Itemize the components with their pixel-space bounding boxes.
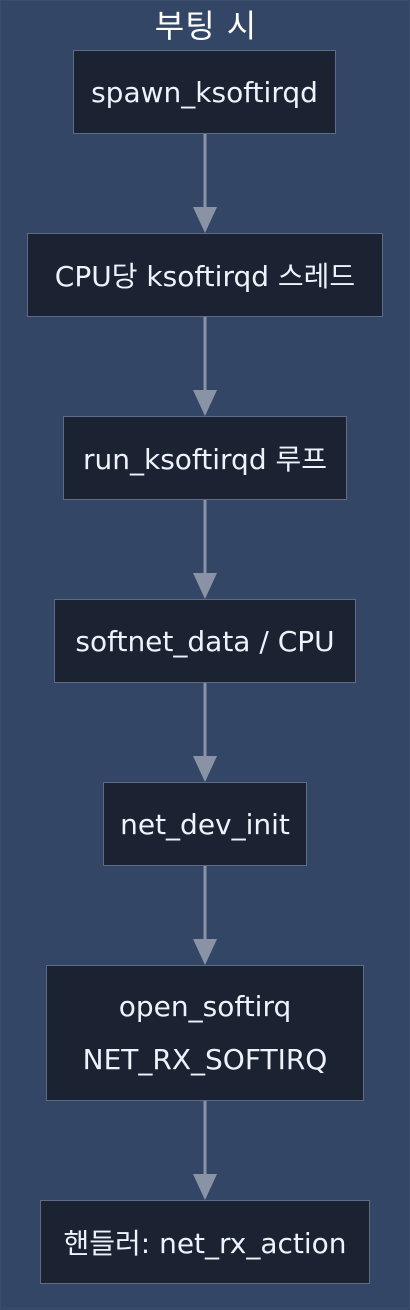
node-label-line-2: NET_RX_SOFTIRQ	[82, 1043, 328, 1076]
arrow-5	[193, 865, 217, 965]
node-open-softirq: open_softirq NET_RX_SOFTIRQ	[46, 965, 364, 1101]
node-per-cpu-ksoftirqd-thread: CPU당 ksoftirqd 스레드	[27, 233, 383, 317]
node-softnet-data-per-cpu: softnet_data / CPU	[54, 599, 356, 683]
node-label: 핸들러: net_rx_action	[63, 1227, 347, 1260]
node-label: net_dev_init	[120, 807, 290, 841]
node-label: spawn_ksoftirqd	[91, 75, 318, 109]
node-handler-net-rx-action: 핸들러: net_rx_action	[40, 1200, 370, 1284]
node-label: run_ksoftirqd 루프	[82, 443, 328, 476]
arrow-2	[193, 317, 217, 416]
node-label-line-1: open_softirq	[118, 990, 292, 1023]
node-net-dev-init: net_dev_init	[103, 782, 307, 866]
arrow-4	[193, 682, 217, 782]
node-label: softnet_data / CPU	[75, 624, 335, 658]
node-run-ksoftirqd-loop: run_ksoftirqd 루프	[63, 416, 347, 500]
arrow-3	[193, 499, 217, 599]
diagram-title: 부팅 시	[154, 7, 258, 45]
node-spawn-ksoftirqd: spawn_ksoftirqd	[73, 50, 336, 134]
arrow-1	[193, 133, 217, 233]
arrow-6	[193, 1100, 217, 1200]
node-label: CPU당 ksoftirqd 스레드	[54, 260, 356, 293]
